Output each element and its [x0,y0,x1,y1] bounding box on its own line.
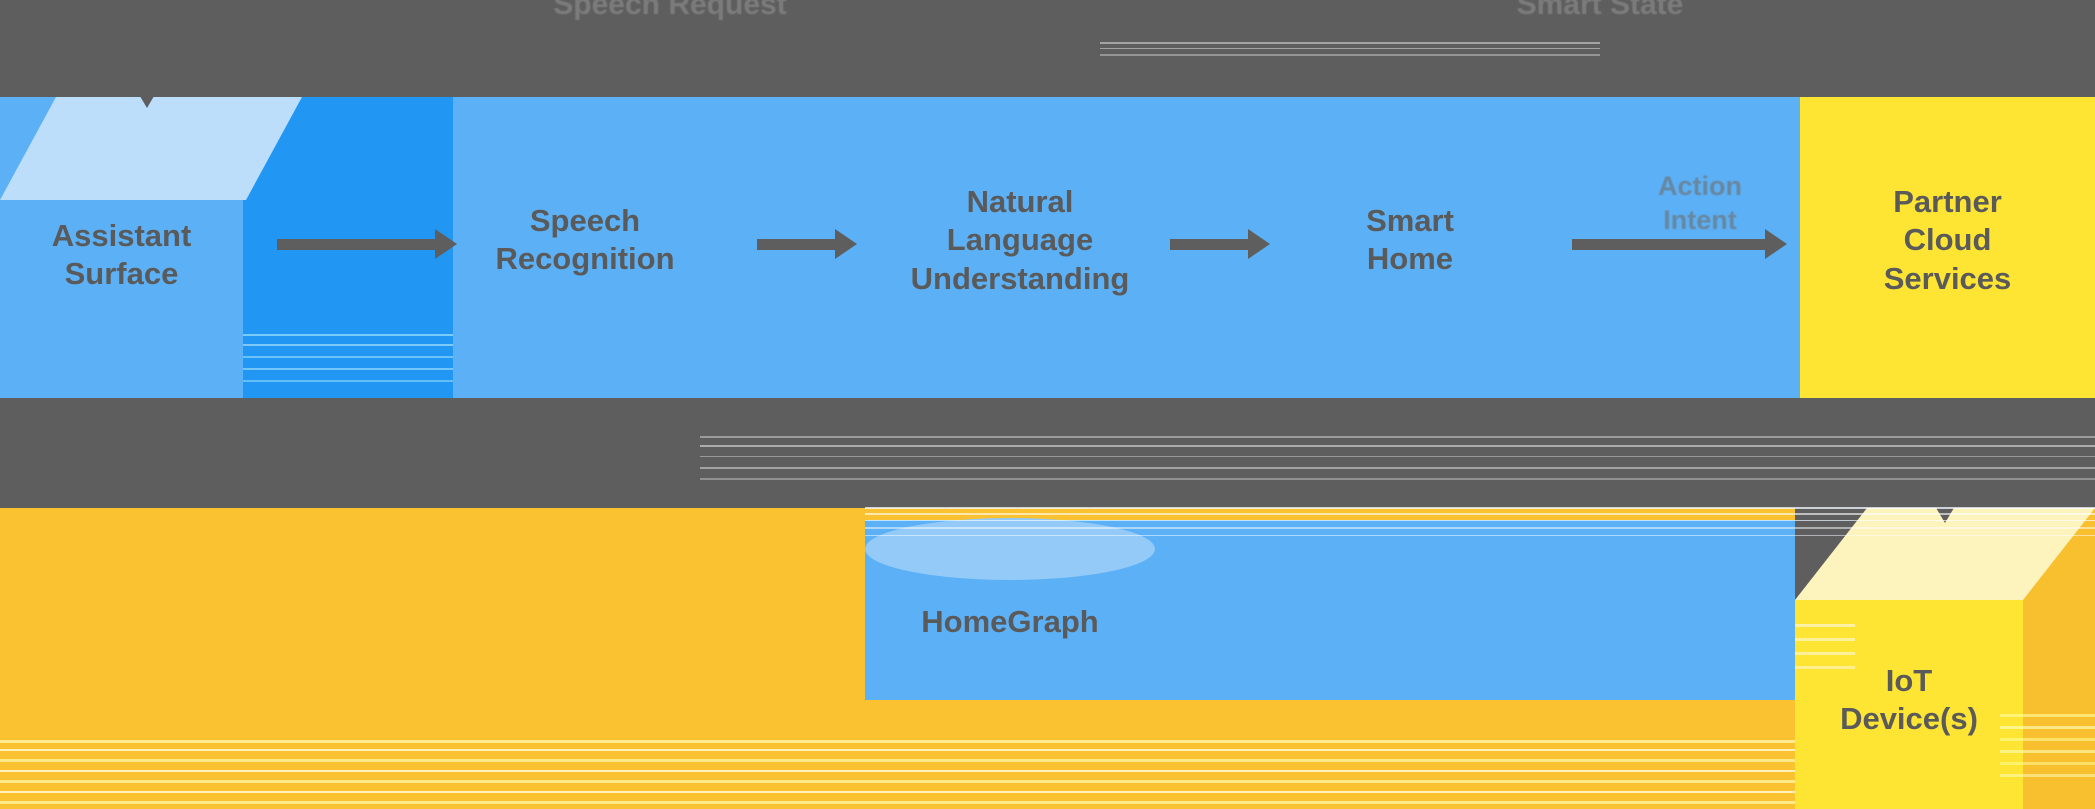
arrow-into-assistant-surface [131,52,163,108]
homegraph-cylinder [865,518,1155,683]
iot-cube-front-face [1795,600,2023,809]
arrow-into-homegraph-3 [1074,455,1106,509]
compression-artifacts-top [1100,40,1600,62]
edge-label-action-intent: Action Intent [1658,171,1742,235]
arrow-smarthome-to-partner [1572,229,1787,259]
arrow-speech-to-nlu [757,229,857,259]
arrow-nlu-to-smarthome [1170,229,1270,259]
cube-front-face [0,200,243,398]
arrow-into-homegraph-2 [1001,455,1033,509]
cylinder-top-ellipse [865,518,1155,580]
iot-device-cube [1795,508,2095,809]
partner-cloud-panel [1800,97,2095,398]
caption-speech-request: Speech Request [553,0,787,21]
arrow-into-homegraph-1 [929,455,961,509]
cube-top-face [0,97,302,200]
arrow-into-iot-device [1929,467,1961,523]
mid-gray-band [0,398,2095,508]
arrow-surface-to-speech [277,229,457,259]
caption-smart-state: Smart State [1516,0,1684,21]
